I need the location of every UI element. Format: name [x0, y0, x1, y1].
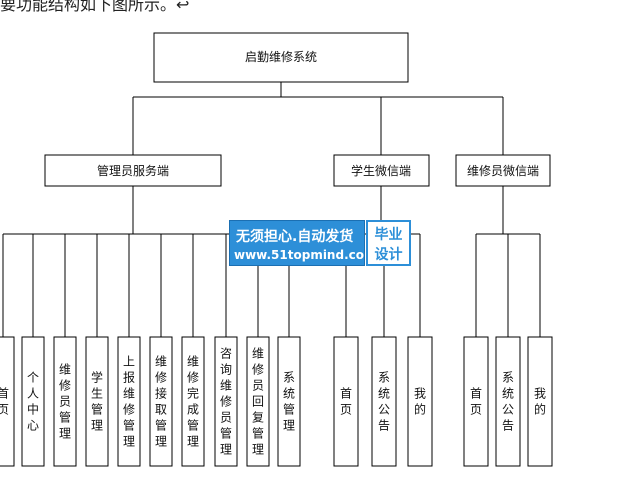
leaf-admin-9: 维修员回复管理: [246, 336, 270, 467]
leaf-label: 维修员管理: [59, 363, 71, 441]
group-repair: 维修员微信端: [455, 154, 551, 187]
root-node: 启勤维修系统: [153, 32, 409, 83]
connector-lines: [2, 82, 541, 337]
leaf-label: 我的: [414, 387, 426, 417]
leaf-label: 个人中心: [27, 371, 39, 433]
leaf-student-1: 首页: [333, 336, 359, 467]
leaf-label: 上报维修管理: [123, 355, 135, 449]
leaf-nodes: 首页 个人中心 维修员管理 学生管理 上报维修管理 维修接取管理 维修完成管理 咨询维修员管理…: [0, 336, 553, 467]
leaf-repair-2: 系统公告: [495, 336, 521, 467]
watermark-slogan: 无须担心.自动发货: [236, 229, 354, 245]
leaf-label: 首页: [470, 387, 482, 417]
document-text: 要功能结构如下图所示。↩: [0, 0, 190, 14]
group-student: 学生微信端: [333, 154, 430, 187]
leaf-admin-3: 维修员管理: [53, 336, 77, 467]
leaf-student-3: 我的: [407, 336, 433, 467]
leaf-admin-5: 上报维修管理: [117, 336, 141, 467]
watermark-banner: 无须担心.自动发货 www.51topmind.com: [229, 220, 377, 266]
group-student-label: 学生微信端: [351, 163, 411, 178]
leaf-label: 首页: [0, 387, 9, 417]
leaf-label: 维修接取管理: [155, 355, 167, 449]
leaf-admin-7: 维修完成管理: [181, 336, 205, 467]
leaf-label: 咨询维修员管理: [220, 346, 232, 457]
watermark-url: www.51topmind.com: [234, 248, 377, 262]
leaf-label: 维修员回复管理: [252, 347, 264, 457]
leaf-label: 系统公告: [378, 371, 390, 433]
watermark-badge: 毕业 设计: [366, 220, 411, 266]
leaf-label: 维修完成管理: [187, 355, 199, 449]
root-label: 启勤维修系统: [245, 49, 317, 64]
watermark-badge-top: 毕业: [374, 227, 403, 243]
leaf-admin-1: 首页: [0, 336, 15, 467]
leaf-label: 学生管理: [91, 370, 103, 433]
leaf-admin-6: 维修接取管理: [149, 336, 173, 467]
group-admin-label: 管理员服务端: [97, 163, 169, 178]
leaf-repair-1: 首页: [463, 336, 489, 467]
leaf-student-2: 系统公告: [371, 336, 397, 467]
leaf-admin-2: 个人中心: [21, 336, 45, 467]
leaf-admin-10: 系统管理: [277, 336, 301, 467]
leaf-label: 系统管理: [283, 371, 295, 433]
leaf-repair-3: 我的: [527, 336, 553, 467]
leaf-admin-4: 学生管理: [85, 336, 109, 467]
watermark-badge-bottom: 设计: [374, 247, 403, 263]
group-admin: 管理员服务端: [44, 154, 222, 187]
leaf-label: 首页: [340, 387, 352, 417]
leaf-label: 我的: [534, 387, 546, 417]
leaf-label: 系统公告: [502, 371, 514, 433]
group-repair-label: 维修员微信端: [467, 163, 539, 178]
leaf-admin-8: 咨询维修员管理: [214, 336, 238, 467]
